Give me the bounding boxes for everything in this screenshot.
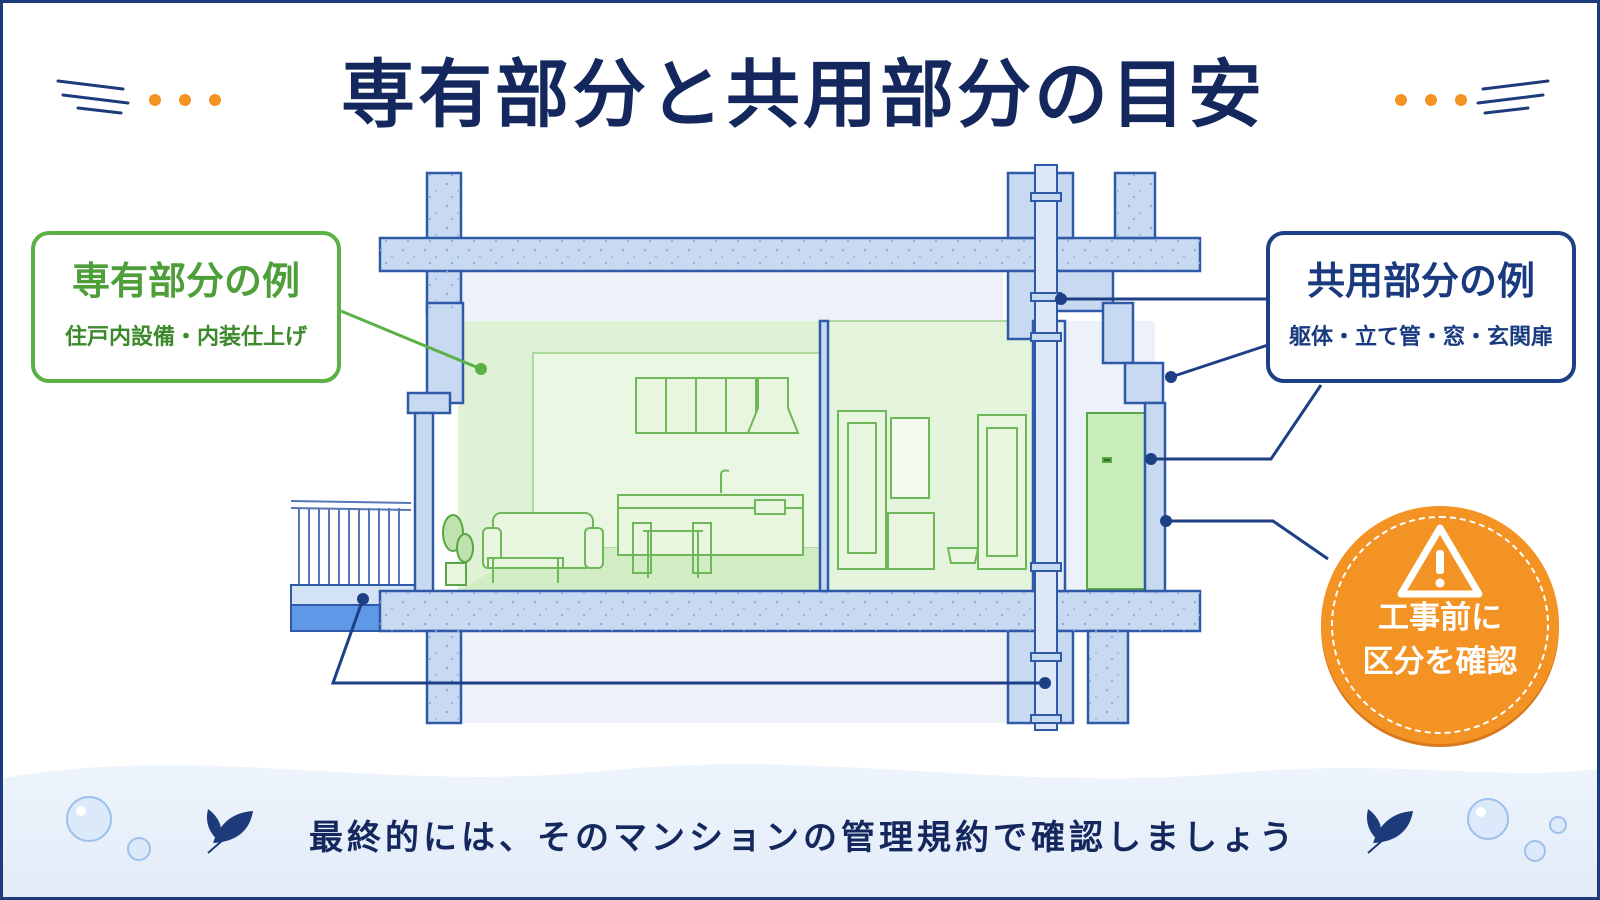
warning-badge: 工事前に 区分を確認 bbox=[1321, 506, 1559, 744]
leaf-right-icon bbox=[1366, 809, 1413, 854]
entrance-door-icon bbox=[1086, 412, 1150, 590]
bubble-left-icon bbox=[66, 796, 151, 861]
badge-text: 工事前に 区分を確認 bbox=[1321, 596, 1559, 684]
standpipe bbox=[1030, 164, 1062, 731]
concrete-structure bbox=[378, 171, 1202, 725]
balcony-edge bbox=[290, 604, 382, 632]
leader-lines bbox=[330, 297, 1329, 685]
common-area-detail: 躯体・立て管・窓・玄関扉 bbox=[1288, 325, 1553, 350]
leaf-left-icon bbox=[206, 809, 253, 854]
badge-dashed-ring bbox=[1331, 516, 1549, 734]
leader-dots bbox=[357, 293, 1177, 689]
footer-wave bbox=[3, 764, 1597, 897]
common-area-callout: 共用部分の例 躯体・立て管・窓・玄関扉 bbox=[1266, 231, 1576, 383]
speed-lines-left-icon bbox=[56, 79, 130, 115]
upper-room-gap bbox=[458, 271, 1003, 321]
private-area-detail: 住戸内設備・内装仕上げ bbox=[64, 325, 307, 350]
plant-icon bbox=[442, 514, 474, 586]
dots-left-icon bbox=[149, 94, 221, 106]
pipe-joint bbox=[1030, 714, 1062, 724]
bathroom-door-icon bbox=[837, 410, 1027, 570]
private-area-callout: 専有部分の例 住戸内設備・内装仕上げ bbox=[31, 231, 341, 383]
pipe-joint bbox=[1030, 332, 1062, 342]
pipe-joint bbox=[1030, 562, 1062, 572]
warning-triangle-icon bbox=[1397, 524, 1483, 598]
badge-line-1: 工事前に bbox=[1378, 600, 1502, 636]
sofa-icon bbox=[482, 512, 604, 583]
speed-lines-right-icon bbox=[1476, 79, 1550, 115]
badge-line-2: 区分を確認 bbox=[1362, 644, 1518, 680]
dining-table-icon bbox=[632, 522, 712, 578]
building-cross-section bbox=[3, 79, 1597, 897]
pipe-joint bbox=[1030, 192, 1062, 202]
common-area-heading: 共用部分の例 bbox=[1306, 259, 1535, 303]
footer-note: 最終的には、そのマンションの管理規約で確認しましょう bbox=[309, 818, 1297, 858]
balcony-railing bbox=[290, 500, 412, 585]
page-title: 専有部分と共用部分の目安 bbox=[341, 52, 1265, 138]
private-area-heading: 専有部分の例 bbox=[71, 259, 300, 303]
lower-floor-interior bbox=[458, 631, 1038, 723]
bubble-right-icon bbox=[1467, 798, 1567, 862]
pipe-joint bbox=[1030, 652, 1062, 662]
dots-right-icon bbox=[1395, 94, 1467, 106]
